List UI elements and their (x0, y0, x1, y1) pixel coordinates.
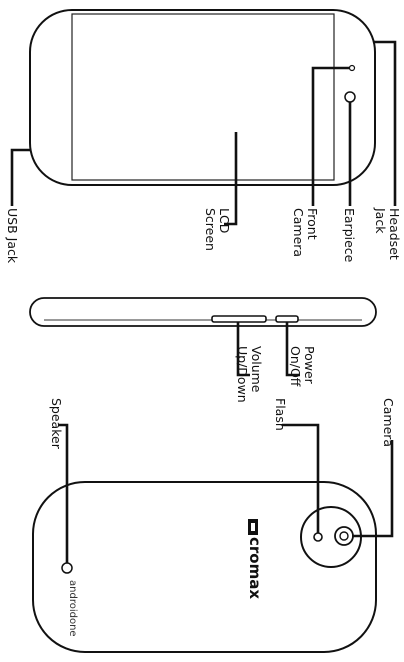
speaker-grille-icon (61, 562, 73, 574)
lcd-screen-area (71, 13, 335, 181)
power-label: Power On/Off (288, 346, 317, 388)
lcd-screen-label: LCD Screen (203, 208, 232, 251)
back-callouts (58, 423, 394, 563)
speaker-callout (58, 423, 69, 563)
usb-jack-callout (10, 148, 30, 206)
volume-callout (236, 322, 250, 377)
front-camera-label: Front Camera (291, 208, 320, 257)
front-callouts (10, 40, 397, 226)
volume-label: Volume Up/Down (235, 346, 264, 403)
side-callouts (236, 322, 300, 377)
earpiece-label: Earpiece (342, 208, 357, 263)
power-button (275, 315, 299, 323)
camera-callout (352, 440, 394, 538)
front-camera-callout (311, 66, 350, 206)
headset-jack-label: Headset Jack (373, 207, 402, 264)
flash-label: Flash (273, 398, 288, 431)
phone-side-body (29, 297, 377, 327)
power-callout (285, 322, 300, 377)
phone-front-view (29, 9, 376, 186)
flash-callout (282, 423, 320, 533)
micromax-logo-icon (248, 519, 258, 535)
earpiece-icon (344, 91, 356, 103)
flash-icon (313, 532, 323, 542)
phone-back-body (32, 481, 377, 653)
speaker-label: Speaker (49, 398, 64, 450)
phone-side-view (29, 297, 377, 327)
android-one-text: androidone (67, 580, 78, 637)
phone-back-view (32, 481, 377, 653)
usb-jack-label: USB Jack (5, 208, 20, 264)
lcd-screen-callout (224, 132, 238, 226)
headset-jack-callout (373, 40, 397, 206)
volume-button (211, 315, 267, 323)
brand-logo-text: cromax (246, 537, 264, 599)
front-camera-icon (348, 64, 356, 72)
camera-label: Camera (381, 398, 396, 447)
